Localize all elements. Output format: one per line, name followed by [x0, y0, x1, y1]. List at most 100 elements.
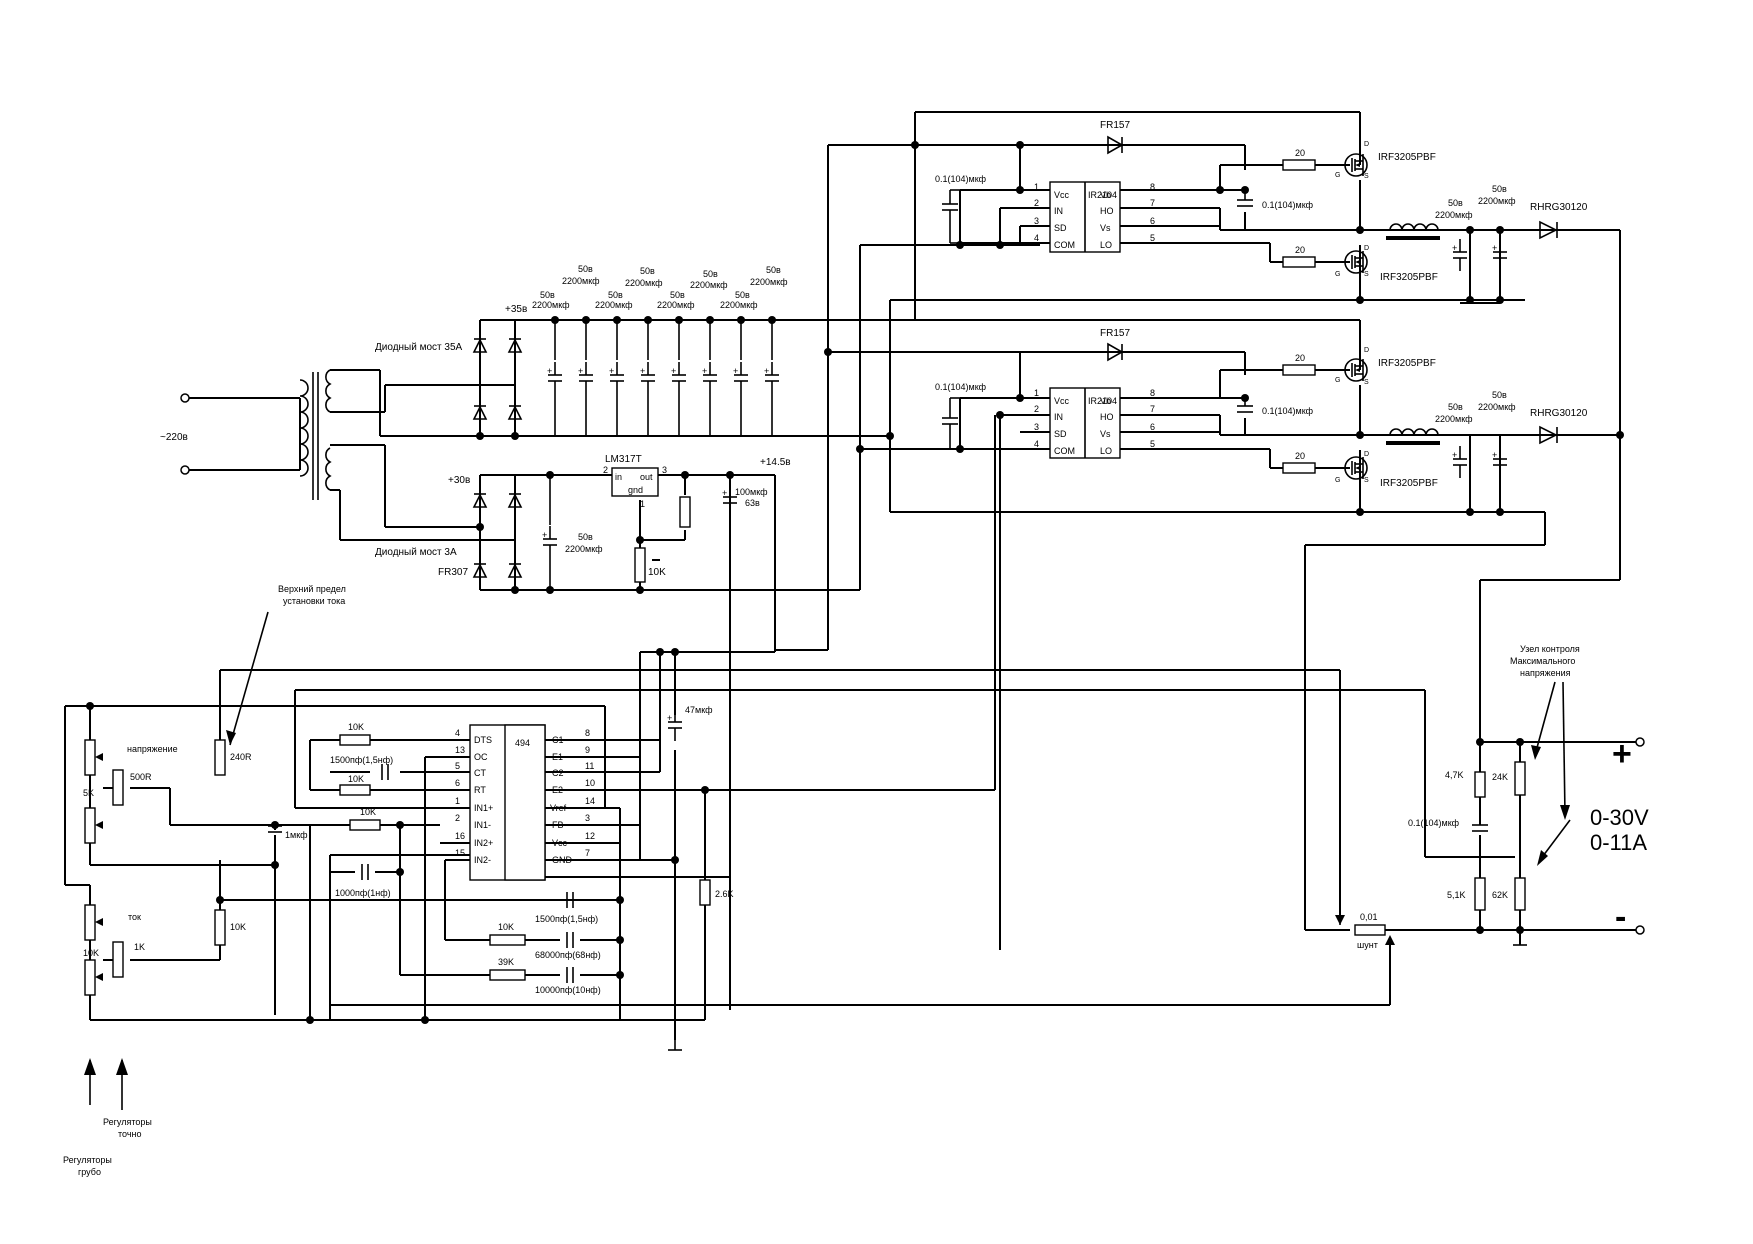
output-plus-terminal[interactable] — [1635, 737, 1645, 747]
svg-text:IN1-: IN1- — [474, 820, 491, 830]
svg-text:39K: 39K — [498, 957, 514, 967]
svg-text:Vs: Vs — [1100, 223, 1111, 233]
svg-text:10K: 10K — [230, 922, 246, 932]
pot-voltage-coarse[interactable] — [84, 739, 96, 776]
svg-text:4,7K: 4,7K — [1445, 770, 1464, 780]
pot-current-coarse-2[interactable] — [84, 959, 96, 996]
svg-text:50в: 50в — [1492, 390, 1507, 400]
aux-diode-2 — [508, 487, 522, 513]
junction-dot — [1241, 394, 1249, 402]
svg-text:9: 9 — [585, 745, 590, 755]
pot-current-fine[interactable] — [112, 941, 124, 978]
lm317-trim-pot[interactable] — [634, 547, 646, 583]
mains-terminal-a[interactable] — [180, 393, 190, 403]
junction-dot — [671, 648, 679, 656]
svg-text:S: S — [1364, 477, 1369, 484]
mains-label: ~220в — [160, 432, 188, 443]
junction-dot — [476, 523, 484, 531]
svg-text:13: 13 — [455, 745, 465, 755]
svg-text:Vs: Vs — [1100, 429, 1111, 439]
svg-text:20: 20 — [1295, 451, 1305, 461]
svg-text:11: 11 — [585, 761, 594, 771]
svg-text:2200мкф: 2200мкф — [750, 277, 788, 287]
lm317-label: LM317T — [605, 454, 642, 465]
mains-terminal-b[interactable] — [180, 465, 190, 475]
junction-dot — [1516, 738, 1524, 746]
svg-text:G: G — [1335, 377, 1340, 384]
pot-current-coarse[interactable] — [84, 904, 96, 941]
junction-dot — [1016, 141, 1024, 149]
svg-text:10K: 10K — [348, 774, 364, 784]
svg-text:IRF3205PBF: IRF3205PBF — [1378, 152, 1436, 163]
junction-dot — [1466, 226, 1474, 234]
junction-dot — [546, 471, 554, 479]
svg-text:G: G — [1335, 271, 1340, 278]
svg-text:2: 2 — [1034, 198, 1039, 208]
junction-dot — [613, 316, 621, 324]
svg-text:50в: 50в — [670, 290, 685, 300]
svg-text:100мкф: 100мкф — [735, 487, 768, 497]
svg-text:50в: 50в — [578, 532, 593, 542]
svg-text:IR2104: IR2104 — [1088, 190, 1117, 200]
svg-text:FB: FB — [552, 820, 564, 830]
monitor-label-3: напряжения — [1520, 668, 1571, 678]
svg-text:D: D — [1364, 347, 1369, 354]
driver-stage-2: IR2104 Vcc IN SD COM 1 2 3 4 Vb HO Vs LO… — [935, 328, 1588, 489]
bridge-aux: Диодный мост 3А FR307 +30в — [375, 475, 522, 583]
junction-dot — [1216, 186, 1224, 194]
svg-text:10000пф(10нф): 10000пф(10нф) — [535, 985, 601, 995]
junction-dot — [856, 445, 864, 453]
svg-text:напряжение: напряжение — [127, 744, 178, 754]
pot-voltage-coarse-2[interactable] — [84, 807, 96, 844]
svg-text:50в: 50в — [1448, 402, 1463, 412]
svg-text:1500пф(1,5нф): 1500пф(1,5нф) — [330, 755, 393, 765]
output-minus-terminal[interactable] — [1635, 925, 1645, 935]
svg-text:2: 2 — [455, 813, 460, 823]
junction-dot — [616, 971, 624, 979]
svg-text:2200мкф: 2200мкф — [690, 280, 728, 290]
junction-dot — [636, 586, 644, 594]
output-section: 4,7K 24K 0.1(104)мкф 5,1K 62K 0,01 шунт … — [1335, 432, 1649, 955]
r-in1 — [349, 819, 381, 831]
output-diode-2 — [1539, 425, 1558, 445]
junction-dot — [681, 471, 689, 479]
svg-text:5K: 5K — [83, 788, 94, 798]
r-5-1k — [1474, 877, 1486, 911]
junction-dot — [1476, 926, 1484, 934]
svg-text:3: 3 — [585, 813, 590, 823]
junction-dot — [1016, 186, 1024, 194]
svg-text:0.1(104)мкф: 0.1(104)мкф — [935, 382, 987, 392]
bootstrap-diode-2 — [1107, 342, 1124, 362]
r-24k — [1514, 761, 1526, 796]
bridge-aux-label: Диодный мост 3А — [375, 547, 457, 558]
shunt-resistor — [1354, 924, 1386, 936]
svg-text:HO: HO — [1100, 206, 1114, 216]
svg-text:50в: 50в — [640, 266, 655, 276]
svg-text:2200мкф: 2200мкф — [1478, 402, 1516, 412]
junction-dot — [737, 316, 745, 324]
svg-text:IN2-: IN2- — [474, 855, 491, 865]
svg-text:C1: C1 — [552, 735, 564, 745]
pot-voltage-fine[interactable] — [112, 769, 124, 806]
svg-text:Vcc: Vcc — [1054, 190, 1070, 200]
svg-text:0.1(104)мкф: 0.1(104)мкф — [935, 174, 987, 184]
junction-dot — [1356, 431, 1364, 439]
svg-text:DTS: DTS — [474, 735, 492, 745]
gate-resistor-1l — [1282, 256, 1316, 268]
junction-dot — [1516, 926, 1524, 934]
svg-text:50в: 50в — [608, 290, 623, 300]
svg-text:IRF3205PBF: IRF3205PBF — [1380, 272, 1438, 283]
junction-dot — [956, 241, 964, 249]
junction-dot — [1476, 738, 1484, 746]
svg-text:50в: 50в — [735, 290, 750, 300]
svg-text:2: 2 — [1034, 404, 1039, 414]
svg-text:1500пф(1,5нф): 1500пф(1,5нф) — [535, 914, 598, 924]
svg-text:0,01: 0,01 — [1360, 912, 1378, 922]
svg-text:IN: IN — [1054, 412, 1063, 422]
junction-dot — [271, 861, 279, 869]
svg-text:3: 3 — [1034, 422, 1039, 432]
junction-dot — [1356, 226, 1364, 234]
